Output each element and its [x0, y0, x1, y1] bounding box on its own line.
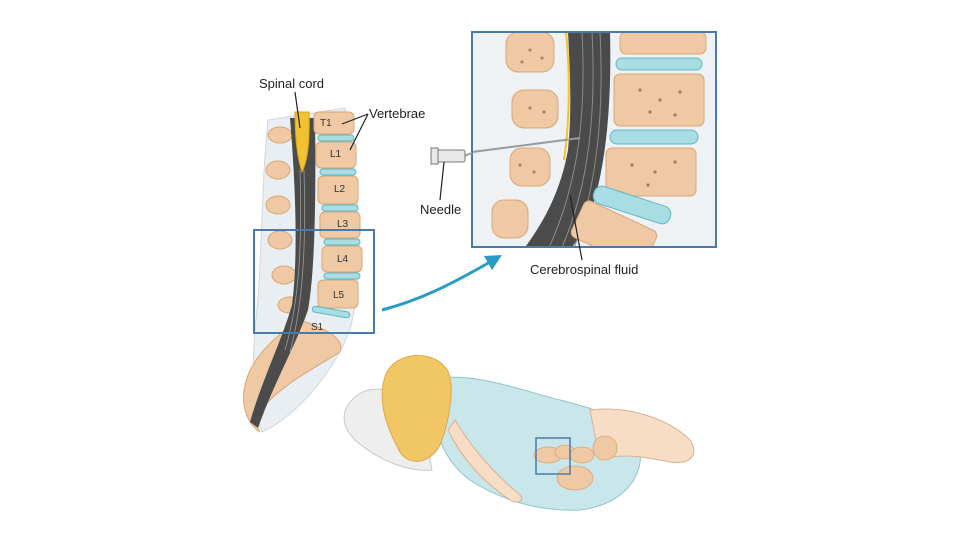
disc: [323, 272, 361, 280]
spinal-cord: [294, 111, 310, 174]
zoom-arrow-head: [484, 255, 502, 270]
vertebra-t1: [313, 111, 355, 135]
vertebrae-label: Vertebrae: [369, 106, 425, 121]
vertebra-l4: [321, 245, 363, 273]
vertebra-l5: [317, 279, 359, 309]
disc: [321, 204, 359, 212]
patient-zoom-frame: [535, 437, 571, 475]
vertebra-label: L4: [337, 254, 349, 265]
inset-frame: [471, 31, 717, 248]
vertebrae-leader: [341, 113, 369, 151]
csf-leader: [569, 194, 583, 261]
vertebra-label: L5: [333, 290, 345, 301]
disc: [323, 238, 361, 246]
arm: [447, 419, 523, 503]
vertebra-l1: [315, 141, 357, 169]
spinal-cord-label: Spinal cord: [259, 76, 324, 91]
spinous-processes: [265, 126, 303, 314]
vertebra-labels: T1 L1 L2 L3 L4 L5 S1: [311, 118, 349, 333]
vertebra-label: L3: [337, 219, 349, 230]
vertebra-label: T1: [320, 118, 332, 129]
spinal-canal: [250, 118, 316, 428]
patient-illustration: [343, 355, 695, 511]
zoom-region-frame: [253, 229, 375, 334]
disc: [319, 168, 357, 176]
spine-side-view: T1 L1 L2 L3 L4 L5 S1: [243, 107, 375, 433]
spinal-cord-leader: [294, 91, 301, 129]
vertebra-label: L2: [334, 184, 346, 195]
inset-cord-edge: [563, 32, 570, 161]
vertebra-l2: [317, 175, 359, 205]
inset-bone-texture: [518, 48, 682, 187]
patient-spine: [533, 435, 618, 491]
disc: [317, 134, 355, 142]
hair: [381, 355, 452, 462]
disc: [311, 305, 351, 319]
vertebra-l3: [319, 211, 361, 239]
inset-spinous-processes: [491, 32, 559, 239]
needle: [430, 147, 473, 165]
vertebral-bodies: [311, 111, 363, 319]
zoom-arrow: [381, 260, 491, 312]
vertebra-label: L1: [330, 149, 342, 160]
needle-leader: [439, 161, 445, 201]
magnified-inset: [471, 31, 717, 248]
csf-label: Cerebrospinal fluid: [530, 262, 638, 277]
vertebra-label: S1: [311, 322, 324, 333]
inset-needle: [472, 137, 581, 153]
needle-label: Needle: [420, 202, 461, 217]
